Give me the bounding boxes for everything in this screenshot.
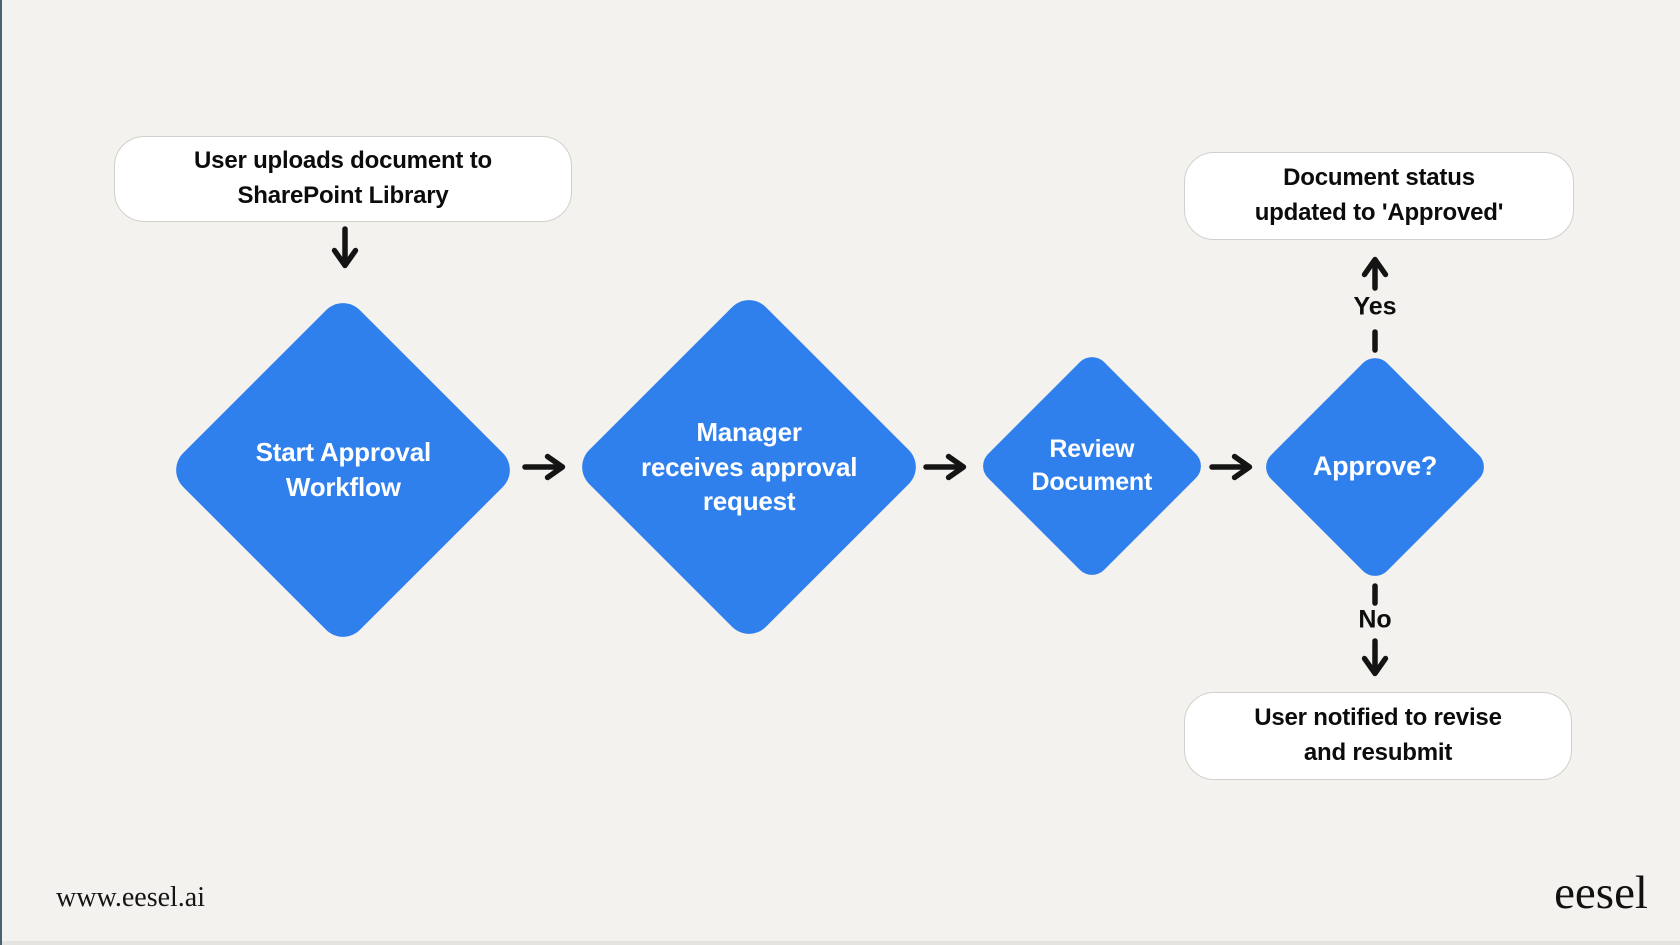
footer-website-url: www.eesel.ai [56, 882, 206, 913]
node-notify-revise-label: User notified to revise and resubmit [1254, 704, 1502, 766]
node-manager-receives-request-label: Manager receives approval request [640, 417, 858, 517]
edge-label-no: No [1358, 605, 1392, 634]
node-status-approved-label: Document status updated to 'Approved' [1254, 164, 1504, 226]
node-notify-revise: User notified to revise and resubmit [1184, 692, 1572, 780]
node-approve-decision-label: Approve? [1312, 451, 1438, 482]
node-review-document-label: Review Document [1031, 434, 1153, 496]
eesel-logo: eesel [1554, 867, 1648, 919]
node-status-approved: Document status updated to 'Approved' [1184, 152, 1574, 240]
edge-label-yes: Yes [1353, 292, 1397, 321]
node-upload-document-label: User uploads document to SharePoint Libr… [194, 147, 492, 209]
node-start-approval-workflow-label: Start Approval Workflow [255, 437, 431, 502]
node-upload-document: User uploads document to SharePoint Libr… [114, 136, 572, 222]
